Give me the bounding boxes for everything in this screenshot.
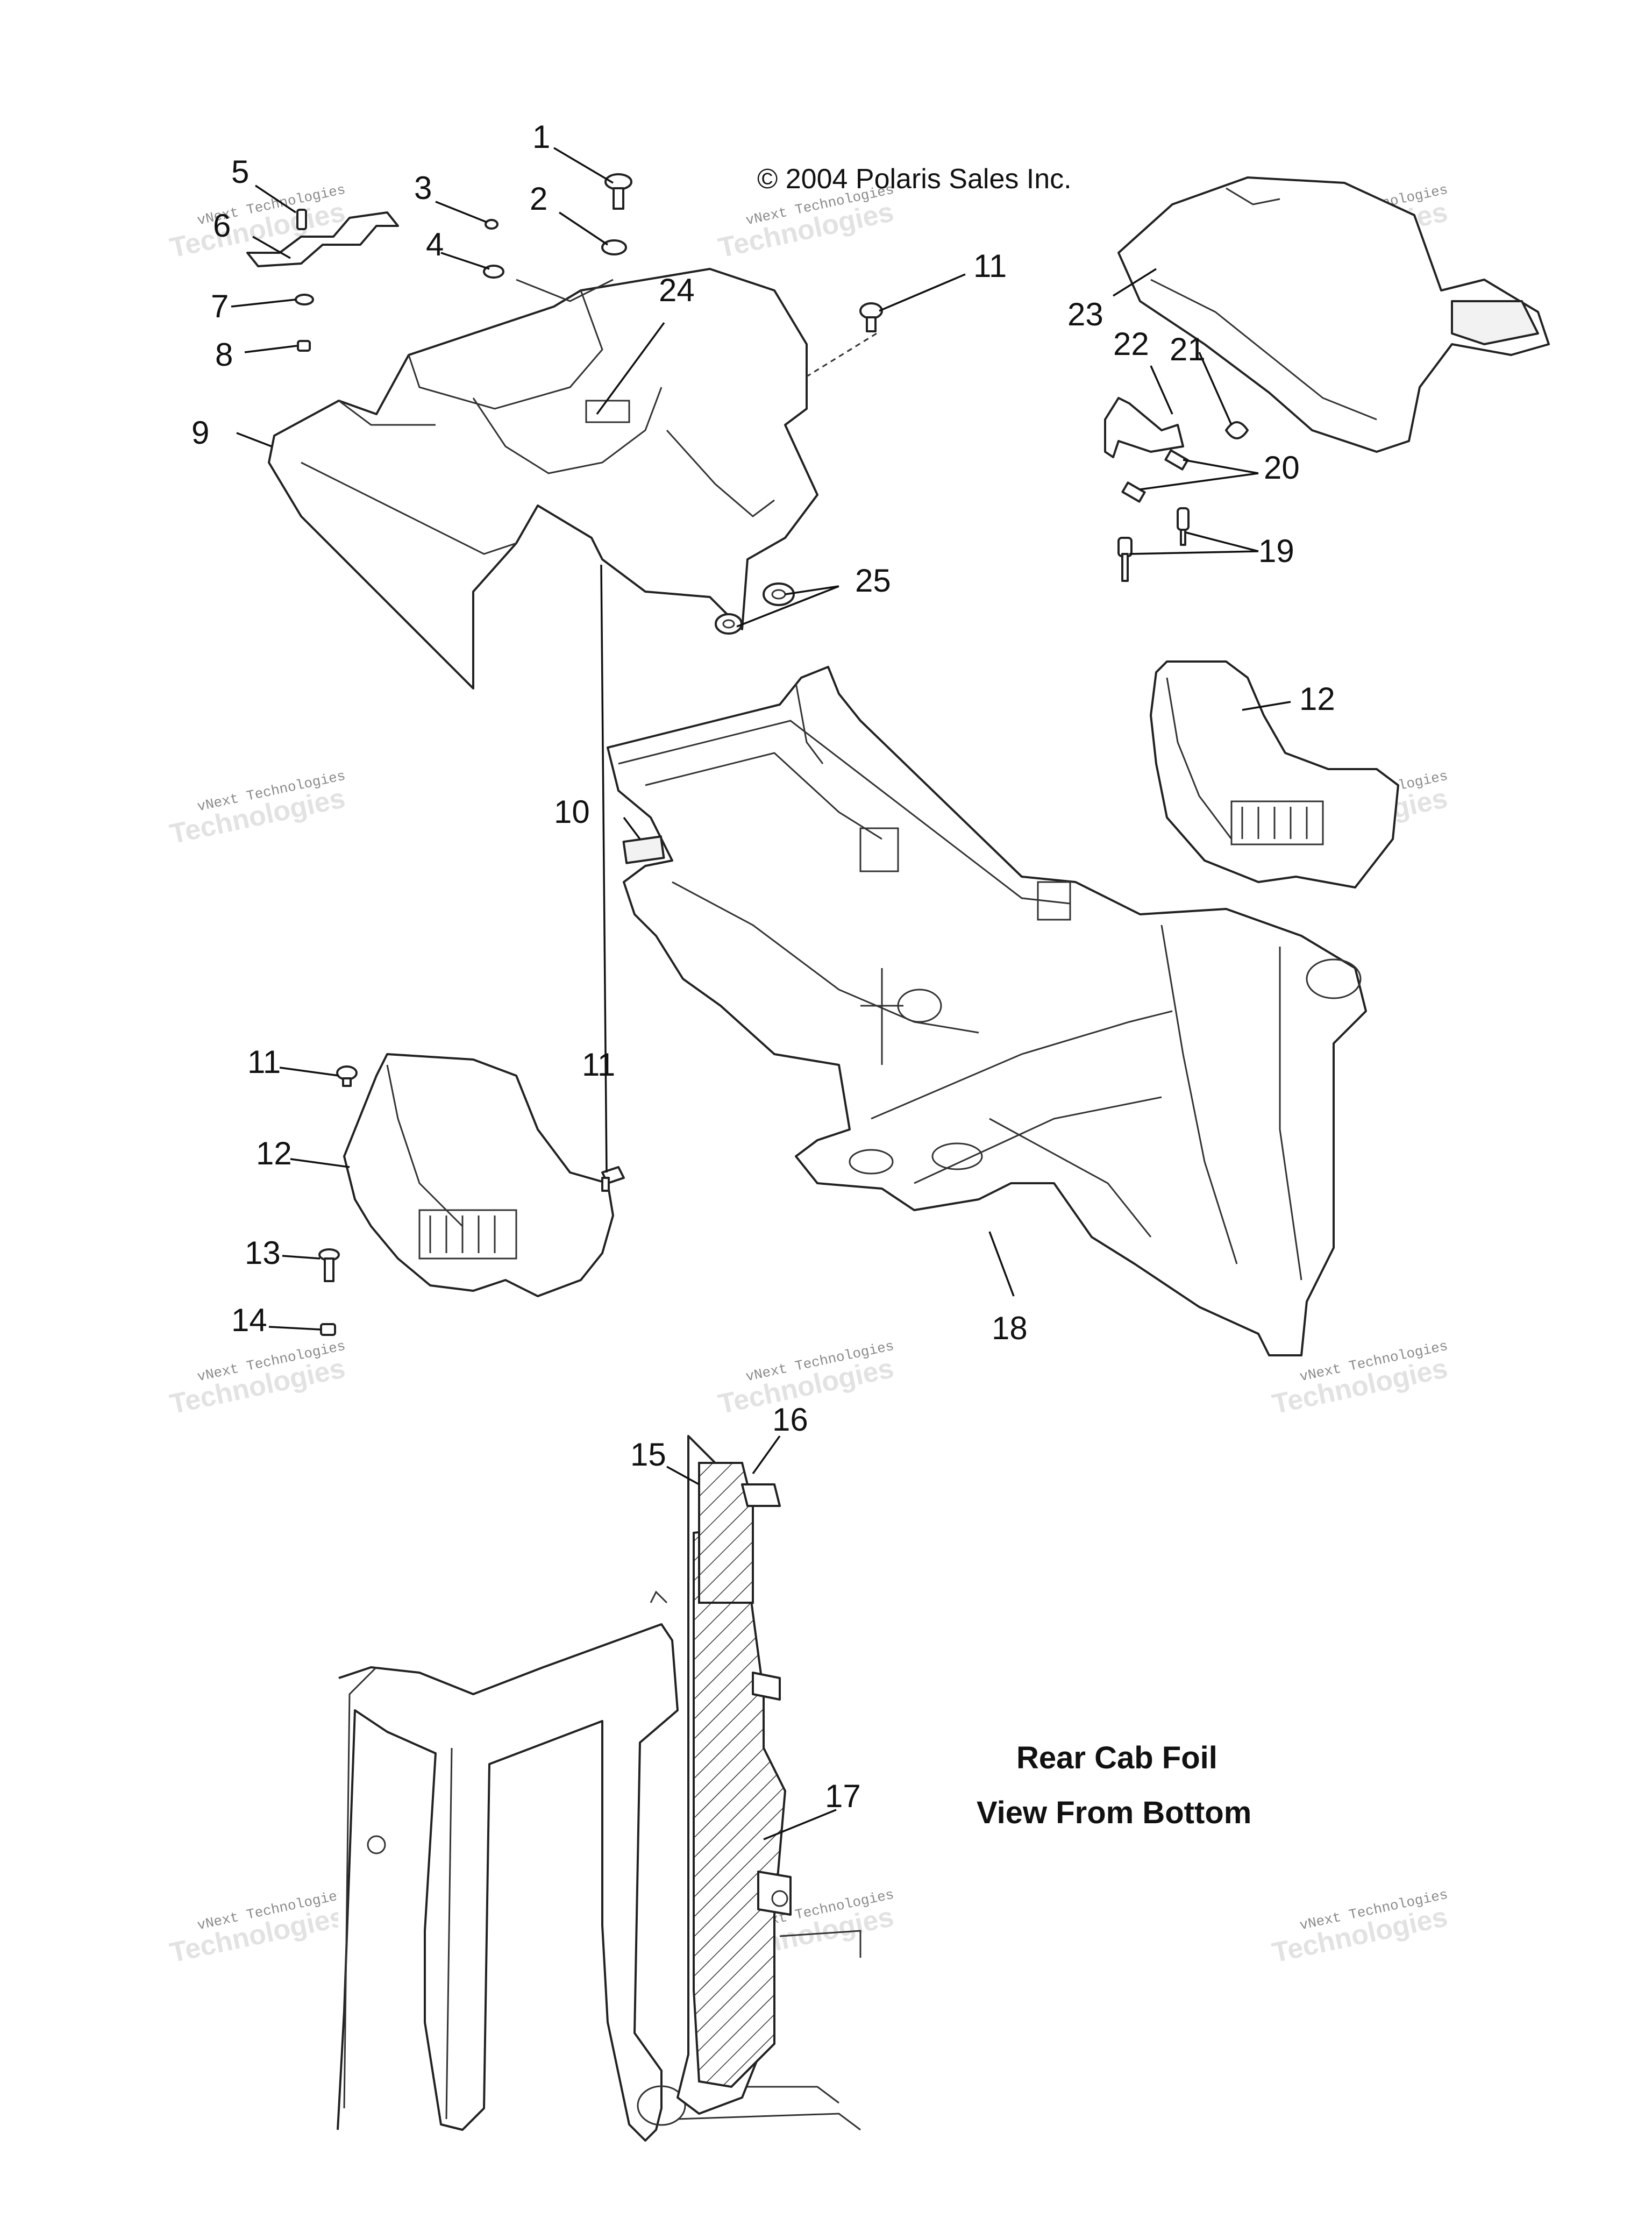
dash-leader xyxy=(806,332,877,378)
callout-24: 24 xyxy=(659,272,695,308)
pad-20a-icon xyxy=(1164,449,1189,471)
callout-2: 2 xyxy=(530,181,547,217)
footwell-12-right xyxy=(1150,660,1399,888)
callout-8: 8 xyxy=(215,337,233,373)
nut-14-icon xyxy=(320,1323,336,1336)
seat-23 xyxy=(1117,176,1550,453)
callout-1: 1 xyxy=(532,119,550,155)
bolt-13-icon xyxy=(318,1248,340,1282)
callout-9: 9 xyxy=(191,415,209,451)
callout-6: 6 xyxy=(213,208,231,244)
callout-23: 23 xyxy=(1067,296,1103,332)
foil-16-icon xyxy=(698,1462,754,1604)
caption-line1: Rear Cab Foil xyxy=(1016,1740,1217,1775)
latch-rod-22-icon xyxy=(1104,397,1184,458)
callout-21: 21 xyxy=(1170,331,1206,367)
bolt-5-icon xyxy=(296,209,307,230)
footwell-12-left xyxy=(343,1053,614,1297)
watermark: Technologies vNext Technologies xyxy=(167,1338,348,1420)
hardware-group xyxy=(246,173,632,352)
push-rivet-11-top-icon xyxy=(859,302,883,332)
washer-2-icon xyxy=(601,239,627,255)
callout-10: 10 xyxy=(554,794,590,830)
callout-22: 22 xyxy=(1113,326,1149,362)
callout-5: 5 xyxy=(231,154,249,190)
caption-line2: View From Bottom xyxy=(977,1795,1251,1830)
frame-18 xyxy=(607,666,1367,1356)
copyright-text: © 2004 Polaris Sales Inc. xyxy=(757,164,1072,195)
seat-latch-group xyxy=(1104,397,1249,582)
callout-4: 4 xyxy=(426,226,444,262)
callout-11-top: 11 xyxy=(973,248,1007,284)
nut-8-icon xyxy=(297,340,311,352)
callout-12-right: 12 xyxy=(1299,681,1335,717)
watermark: Technologies vNext Technologies xyxy=(1270,1887,1450,1969)
callout-labels: 1 2 3 4 5 6 7 8 9 10 11 11 11 12 12 13 1… xyxy=(191,119,1335,1814)
callout-16: 16 xyxy=(772,1402,808,1438)
callout-17: 17 xyxy=(825,1778,861,1814)
bolt-1-icon xyxy=(604,173,632,210)
washer-7-icon xyxy=(295,294,314,305)
callout-15: 15 xyxy=(630,1437,666,1473)
watermark: Technologies vNext Technologies xyxy=(167,768,348,850)
bracket-6-icon xyxy=(246,211,399,267)
post-19a-icon xyxy=(1177,507,1190,546)
rear-cab-foil-view xyxy=(337,1435,861,2142)
callout-13: 13 xyxy=(245,1235,281,1271)
callout-20: 20 xyxy=(1264,450,1300,486)
watermark: Technologies vNext Technologies xyxy=(167,1887,348,1969)
decal-10-icon xyxy=(622,835,665,864)
callout-19: 19 xyxy=(1258,533,1294,569)
callout-3: 3 xyxy=(414,170,432,206)
watermark: Technologies vNext Technologies xyxy=(167,182,348,264)
spring-21-icon xyxy=(1225,421,1249,439)
rear-cab-9 xyxy=(268,268,818,689)
callout-14: 14 xyxy=(231,1302,267,1338)
callout-11-right: 11 xyxy=(582,1047,615,1083)
post-19b-icon xyxy=(1117,537,1133,582)
callout-25: 25 xyxy=(855,563,891,599)
foil-17-icon xyxy=(693,1526,787,2088)
callout-7: 7 xyxy=(211,288,229,324)
pad-20b-icon xyxy=(1121,481,1146,503)
callout-12-left: 12 xyxy=(256,1135,292,1171)
callout-11-left: 11 xyxy=(247,1044,281,1080)
callout-18: 18 xyxy=(992,1310,1028,1346)
screw-3-icon xyxy=(485,219,499,230)
grommets-25-icon xyxy=(715,582,795,635)
push-rivet-11-right-icon xyxy=(601,1166,625,1192)
leader-lines xyxy=(231,147,1291,1840)
push-rivet-11-left-icon xyxy=(336,1065,358,1087)
